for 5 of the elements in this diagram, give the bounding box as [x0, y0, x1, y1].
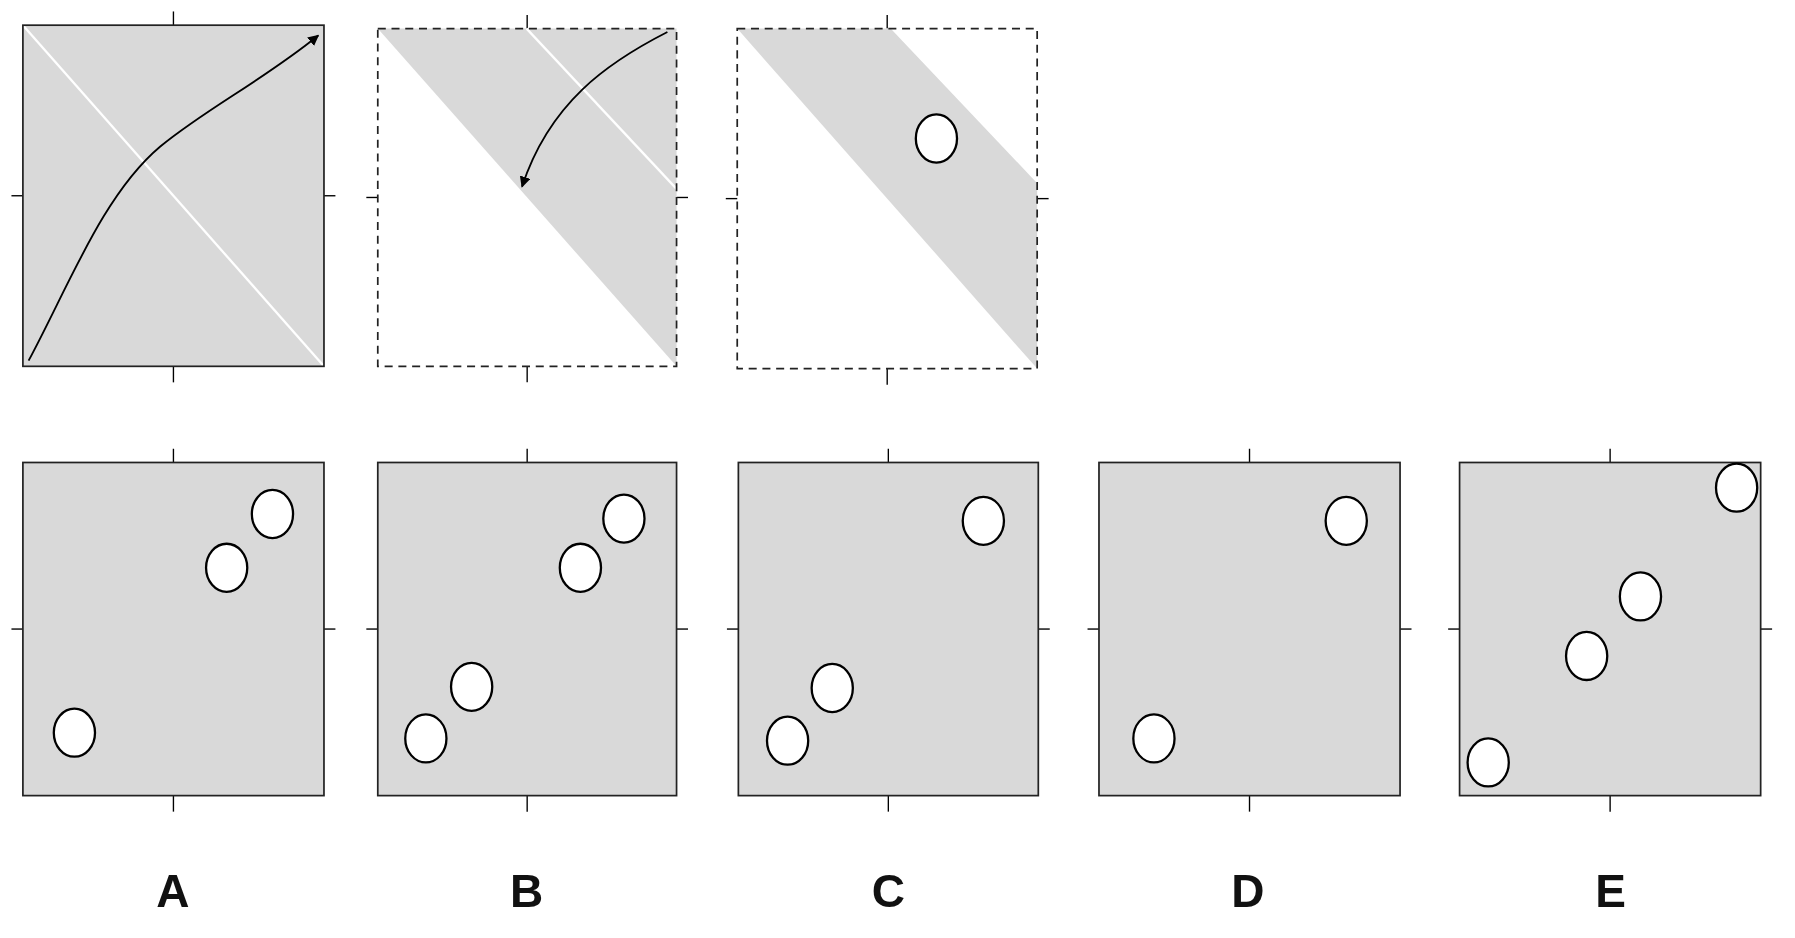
option-letter: D [1231, 868, 1265, 914]
option-letter: E [1595, 868, 1627, 914]
option-letter: A [156, 868, 190, 914]
option-letter: C [871, 868, 905, 914]
option-letter: B [510, 868, 544, 914]
